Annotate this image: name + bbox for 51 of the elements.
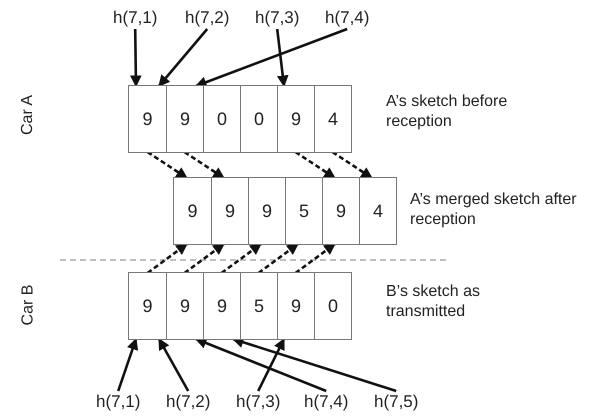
- arrow: [194, 28, 348, 88]
- array-cell: 9: [166, 273, 203, 339]
- sketch-array: [128, 85, 352, 153]
- arrow: [130, 28, 142, 88]
- dashed-arrow: [184, 150, 225, 180]
- array-cell: 9: [248, 178, 285, 244]
- array-cell: 4: [314, 86, 351, 152]
- array-cell: 9: [277, 273, 314, 339]
- sketch-caption: A’s sketch before reception: [386, 92, 508, 132]
- sketch-array: [173, 177, 397, 245]
- arrow: [276, 28, 289, 88]
- arrow: [158, 28, 208, 87]
- array-cell: 0: [240, 86, 277, 152]
- hash-label: h(7,4): [325, 8, 370, 28]
- array-cell: 0: [203, 86, 240, 152]
- array-cell: 9: [129, 273, 166, 339]
- hash-label: h(7,1): [113, 8, 158, 28]
- sketch-caption: A’s merged sketch after reception: [410, 190, 578, 230]
- array-cell: 0: [314, 273, 351, 339]
- array-cell: 5: [285, 178, 322, 244]
- hash-label: h(7,1): [96, 392, 140, 412]
- arrow: [116, 338, 138, 392]
- dashed-arrow: [146, 242, 188, 274]
- array-cell: 5: [240, 273, 277, 339]
- car-label: Car B: [18, 284, 37, 326]
- hash-label: h(7,4): [304, 392, 348, 412]
- sketch-caption: B’s sketch as transmitted: [386, 282, 481, 322]
- dashed-arrow: [294, 150, 336, 180]
- array-cell: 9: [203, 273, 240, 339]
- hash-label: h(7,3): [236, 392, 280, 412]
- dashed-arrow: [332, 150, 373, 180]
- array-cell: 9: [129, 86, 166, 152]
- dashed-arrow: [184, 242, 225, 274]
- dashed-arrow: [220, 242, 262, 274]
- hash-label: h(7,2): [166, 392, 210, 412]
- car-label: Car A: [19, 95, 37, 135]
- arrow: [257, 338, 286, 392]
- array-cell: 9: [322, 178, 359, 244]
- array-cell: 9: [166, 86, 203, 152]
- array-cell: 4: [359, 178, 396, 244]
- dashed-arrow: [294, 242, 336, 274]
- dashed-arrow: [258, 242, 299, 274]
- dashed-arrow: [146, 150, 188, 180]
- arrow: [158, 338, 190, 392]
- hash-label: h(7,5): [374, 392, 418, 412]
- hash-label: h(7,3): [255, 8, 300, 28]
- array-cell: 9: [174, 178, 211, 244]
- array-cell: 9: [277, 86, 314, 152]
- sketch-array: [128, 272, 352, 340]
- hash-label: h(7,2): [185, 8, 230, 28]
- array-cell: 9: [211, 178, 248, 244]
